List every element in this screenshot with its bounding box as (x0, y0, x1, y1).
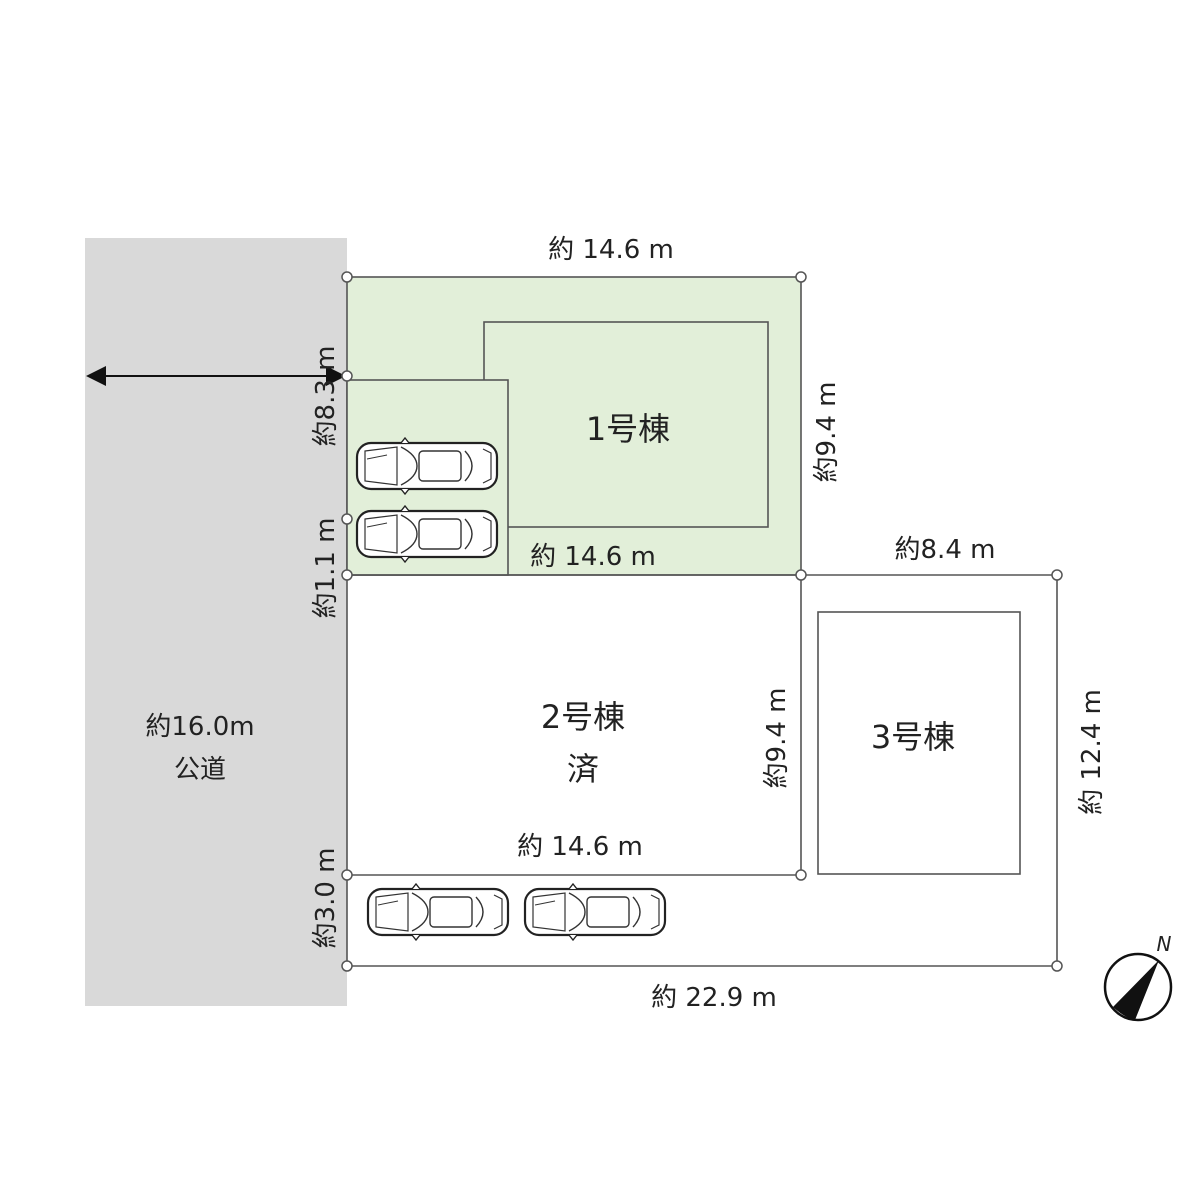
building-1-label: 1号棟 (586, 410, 670, 448)
building-1-footprint (483, 321, 769, 528)
dim-lot3-right: 約 12.4 m (1077, 689, 1107, 815)
car-icon (355, 504, 499, 564)
dim-lot1-top: 約 14.6 m (548, 235, 674, 265)
dim-frontage-gap: 約1.1 m (311, 518, 341, 619)
dim-overall-bottom: 約 22.9 m (651, 983, 777, 1013)
building-2-label: 2号棟 (541, 698, 625, 736)
dim-frontage-upper: 約8.3 m (311, 346, 341, 447)
car-icon (523, 882, 667, 942)
dim-lot1-right: 約9.4 m (812, 382, 842, 483)
north-arrow-icon: N (1103, 932, 1173, 1022)
dim-lot1-bottom: 約 14.6 m (530, 542, 656, 572)
public-road (85, 238, 347, 1006)
road-name: 公道 (174, 755, 226, 785)
svg-text:N: N (1157, 932, 1172, 956)
building-2-status: 済 (567, 750, 599, 788)
dim-frontage-lower: 約3.0 m (311, 848, 341, 949)
building-3-label: 3号棟 (871, 718, 955, 756)
car-icon (366, 882, 510, 942)
building-3-footprint (817, 611, 1021, 875)
car-icon (355, 436, 499, 496)
boundary-markers (341, 271, 1063, 972)
dim-lot2-right: 約9.4 m (762, 688, 792, 789)
road-width-label: 約16.0m (145, 712, 254, 742)
dim-lot3-top: 約8.4 m (895, 535, 996, 565)
lot-2 (347, 574, 802, 876)
dim-lot2-bottom: 約 14.6 m (517, 832, 643, 862)
